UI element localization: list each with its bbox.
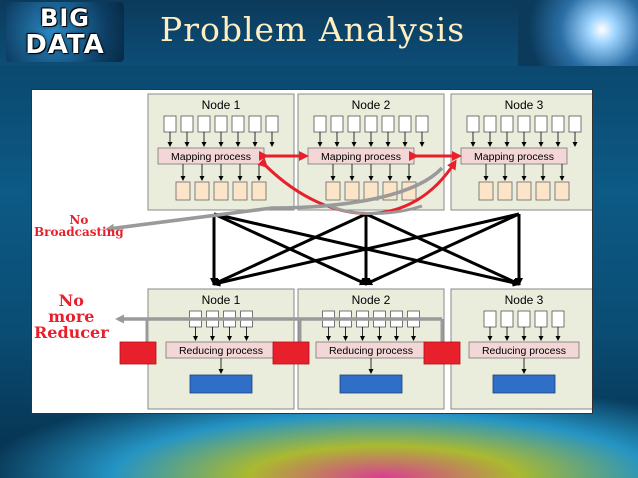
input-split-box — [347, 115, 361, 133]
map-node-label: Node 3 — [505, 98, 544, 112]
slide-header: BIG DATA Problem Analysis — [0, 0, 638, 66]
map-output-box — [344, 181, 360, 201]
map-output-box — [232, 181, 248, 201]
input-split-box — [180, 115, 194, 133]
big-data-logo: BIG DATA — [6, 2, 124, 62]
input-split-box — [551, 115, 565, 133]
mapping-process-label: Mapping process — [321, 151, 401, 163]
map-output-box — [497, 181, 513, 201]
shuffle-arrow — [212, 212, 520, 287]
annotation-line: No — [69, 213, 89, 227]
result-box — [189, 374, 253, 394]
mapping-process-label: Mapping process — [474, 151, 554, 163]
reduce-input-box — [483, 310, 497, 328]
map-output-box — [478, 181, 494, 201]
reducing-process-label: Reducing process — [329, 345, 413, 357]
annotation-line: Broadcasting — [34, 225, 124, 239]
input-split-box — [330, 115, 344, 133]
mapping-process-label: Mapping process — [171, 151, 251, 163]
reduce-input-box — [551, 310, 565, 328]
slide-title: Problem Analysis — [160, 10, 466, 49]
input-split-box — [214, 115, 228, 133]
map-output-box — [554, 181, 570, 201]
reduce-node-label: Node 3 — [505, 293, 544, 307]
reduce-node-label: Node 2 — [352, 293, 391, 307]
shuffle-arrow — [364, 212, 520, 286]
logo-line-1: BIG — [40, 4, 90, 32]
logo-line-2: DATA — [25, 30, 105, 60]
reducing-process-label: Reducing process — [482, 345, 566, 357]
map-node-label: Node 2 — [352, 98, 391, 112]
input-split-box — [568, 115, 582, 133]
no-broadcasting-annotation: No Broadcasting — [34, 214, 124, 238]
input-split-box — [163, 115, 177, 133]
reduce-node-label: Node 1 — [202, 293, 241, 307]
no-broadcasting-arrow — [329, 204, 423, 215]
annotation-line: No — [58, 291, 84, 310]
removed-reducer-marker — [272, 341, 310, 365]
input-split-box — [415, 115, 429, 133]
input-split-box — [517, 115, 531, 133]
reduce-input-box — [534, 310, 548, 328]
reducing-process-label: Reducing process — [179, 345, 263, 357]
input-split-box — [398, 115, 412, 133]
annotation-line: Reducer — [34, 323, 109, 342]
map-output-box — [325, 181, 341, 201]
input-split-box — [381, 115, 395, 133]
map-output-box — [535, 181, 551, 201]
map-node-label: Node 1 — [202, 98, 241, 112]
annotation-line: more — [48, 307, 95, 326]
result-box — [492, 374, 556, 394]
map-output-box — [251, 181, 267, 201]
input-split-box — [534, 115, 548, 133]
removed-reducer-marker — [119, 341, 157, 365]
header-decoration — [518, 0, 638, 66]
map-output-box — [175, 181, 191, 201]
removed-reducer-marker — [423, 341, 461, 365]
input-split-box — [197, 115, 211, 133]
map-output-box — [213, 181, 229, 201]
shuffle-arrow — [212, 212, 367, 286]
input-split-box — [500, 115, 514, 133]
map-output-box — [194, 181, 210, 201]
no-more-reducer-annotation: No more Reducer — [34, 293, 109, 341]
no-broadcasting-arrow — [105, 166, 444, 233]
reduce-input-box — [500, 310, 514, 328]
input-split-box — [231, 115, 245, 133]
input-split-box — [265, 115, 279, 133]
result-box — [339, 374, 403, 394]
reduce-input-box — [517, 310, 531, 328]
input-split-box — [483, 115, 497, 133]
input-split-box — [313, 115, 327, 133]
map-output-box — [516, 181, 532, 201]
input-split-box — [248, 115, 262, 133]
input-split-box — [466, 115, 480, 133]
input-split-box — [364, 115, 378, 133]
